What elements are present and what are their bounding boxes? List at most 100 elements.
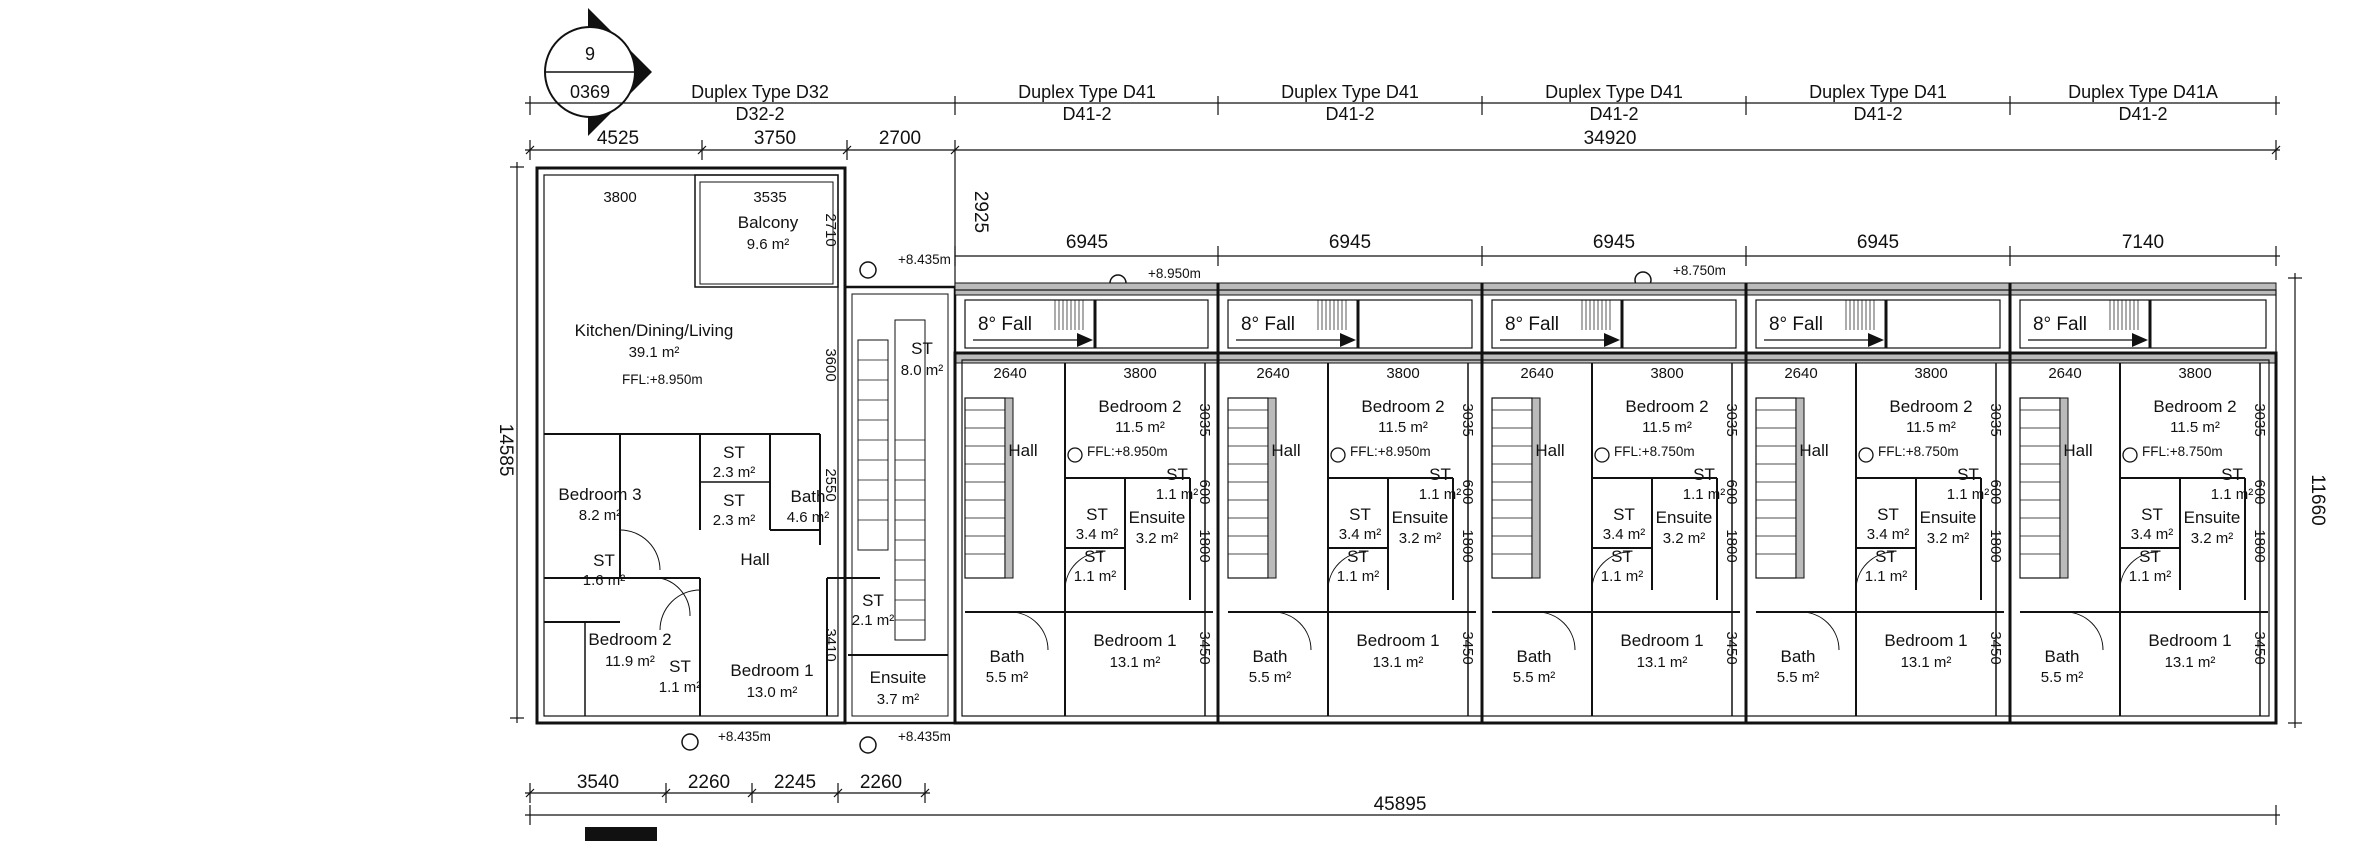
room-name: Bath xyxy=(791,487,826,506)
dim-d32-kitchen-depth: 3600 xyxy=(822,348,839,381)
room-name: Ensuite xyxy=(1129,508,1186,527)
room-name: Hall xyxy=(1535,441,1564,460)
room-ffl: FFL:+8.750m xyxy=(1614,444,1695,459)
header-ref: D41-2 xyxy=(2118,104,2167,124)
level-marker-icon xyxy=(681,733,699,751)
room-area: 3.2 m² xyxy=(1136,530,1179,547)
room-area: 2.1 m² xyxy=(852,612,895,629)
dim-left-height: 14585 xyxy=(495,424,516,477)
dim-unit-hall: 2640 xyxy=(1256,365,1289,382)
room-name: Balcony xyxy=(738,213,799,232)
level-bottom-left: +8.435m xyxy=(718,729,771,744)
room-area: 13.1 m² xyxy=(1373,654,1424,671)
scale-bar xyxy=(585,827,657,841)
room-area: 1.1 m² xyxy=(1074,568,1117,585)
room-name: Bedroom 2 xyxy=(2153,397,2236,416)
dim-unit-width: 7140 xyxy=(2122,232,2164,253)
top-dimension-row xyxy=(525,140,2281,160)
room-area: 11.9 m² xyxy=(605,653,655,670)
unit-headers: Duplex Type D32 D32-2 Duplex Type D41 D4… xyxy=(691,82,2218,124)
room-name: ST xyxy=(1429,465,1451,484)
header-ref: D32-2 xyxy=(735,104,784,124)
room-name: Ensuite xyxy=(1920,508,1977,527)
room-area: 1.1 m² xyxy=(1156,486,1199,503)
roof-fall-label: 8° Fall xyxy=(1241,314,1295,335)
dim-top-2700: 2700 xyxy=(879,128,921,149)
room-name: ST xyxy=(862,591,884,610)
room-name: ST xyxy=(593,551,615,570)
dim-unit-ensuite: 1800 xyxy=(1987,529,2004,562)
room-area: 3.7 m² xyxy=(877,691,920,708)
dim-d32-bath-depth: 2550 xyxy=(822,468,839,501)
room-area: 11.5 m² xyxy=(2170,419,2220,436)
room-name: Bedroom 1 xyxy=(1620,631,1703,650)
room-area: 3.2 m² xyxy=(1927,530,1970,547)
d32-walls xyxy=(535,166,957,725)
room-name: Bath xyxy=(990,647,1025,666)
room-area: 3.4 m² xyxy=(1339,526,1382,543)
room-area: 13.1 m² xyxy=(1110,654,1161,671)
room-ffl: FFL:+8.750m xyxy=(1878,444,1959,459)
dim-unit-st: 600 xyxy=(1723,479,1740,504)
room-name: ST xyxy=(1613,505,1635,524)
dim-unit-bed2: 3800 xyxy=(2178,365,2211,382)
dim-d32-balcony-depth: 2710 xyxy=(822,213,839,246)
room-area: 4.6 m² xyxy=(787,509,830,526)
dim-unit-width: 6945 xyxy=(1857,232,1899,253)
room-name: Bedroom 2 xyxy=(1098,397,1181,416)
d32-room-labels: Balcony 9.6 m² Kitchen/Dining/Living 39.… xyxy=(558,213,943,708)
roof-fall-label: 8° Fall xyxy=(1505,314,1559,335)
header-title: Duplex Type D41 xyxy=(1281,82,1419,102)
room-area: 39.1 m² xyxy=(629,344,680,361)
level-marker-icon xyxy=(2122,447,2138,463)
dim-unit-bed2-depth: 3035 xyxy=(1723,403,1740,436)
dim-unit-ensuite: 1800 xyxy=(1196,529,1213,562)
roof-fall-label: 8° Fall xyxy=(978,314,1032,335)
dim-bottom-2260b: 2260 xyxy=(860,772,902,793)
level-marker-icon xyxy=(1594,447,1610,463)
room-area: 3.4 m² xyxy=(1603,526,1646,543)
level-roof-left: +8.950m xyxy=(1148,266,1201,281)
room-ffl: FFL:+8.950m xyxy=(1087,444,1168,459)
dim-unit-st: 600 xyxy=(2251,479,2268,504)
room-area: 13.1 m² xyxy=(2165,654,2216,671)
room-area: 13.1 m² xyxy=(1901,654,1952,671)
room-area: 3.2 m² xyxy=(2191,530,2234,547)
room-ffl: FFL:+8.750m xyxy=(2142,444,2223,459)
room-name: Bedroom 1 xyxy=(1093,631,1176,650)
header-ref: D41-2 xyxy=(1062,104,1111,124)
dim-unit-bed1-depth: 3450 xyxy=(1987,631,2004,664)
room-name: ST xyxy=(1877,505,1899,524)
header-ref: D41-2 xyxy=(1325,104,1374,124)
dim-unit-bed1-depth: 3450 xyxy=(1196,631,1213,664)
dim-unit-bed1-depth: 3450 xyxy=(1723,631,1740,664)
roof-fall-label: 8° Fall xyxy=(2033,314,2087,335)
room-area: 3.2 m² xyxy=(1663,530,1706,547)
room-area: 5.5 m² xyxy=(1777,669,1820,686)
room-name: ST xyxy=(1957,465,1979,484)
header-title: Duplex Type D41 xyxy=(1018,82,1156,102)
level-markers: +8.435m +8.950m +8.750m +8.435m +8.435m xyxy=(681,252,1726,754)
room-name: ST xyxy=(911,339,933,358)
room-name: Hall xyxy=(2063,441,2092,460)
room-ffl: FFL:+8.950m xyxy=(622,372,703,387)
dim-unit-hall: 2640 xyxy=(1520,365,1553,382)
room-area: 3.2 m² xyxy=(1399,530,1442,547)
bottom-dimension-row xyxy=(525,783,2280,825)
dim-bottom-2260: 2260 xyxy=(688,772,730,793)
room-name: Bedroom 2 xyxy=(1889,397,1972,416)
room-name: Bath xyxy=(2045,647,2080,666)
room-ffl: FFL:+8.950m xyxy=(1350,444,1431,459)
room-area: 1.1 m² xyxy=(2211,486,2254,503)
dim-unit-st: 600 xyxy=(1459,479,1476,504)
dim-unit-hall: 2640 xyxy=(993,365,1026,382)
room-area: 1.6 m² xyxy=(583,572,626,589)
room-area: 11.5 m² xyxy=(1906,419,1956,436)
header-ref: D41-2 xyxy=(1853,104,1902,124)
dim-right-height: 11660 xyxy=(2307,474,2328,525)
dim-unit-ensuite: 1800 xyxy=(2251,529,2268,562)
room-area: 13.0 m² xyxy=(747,684,798,701)
